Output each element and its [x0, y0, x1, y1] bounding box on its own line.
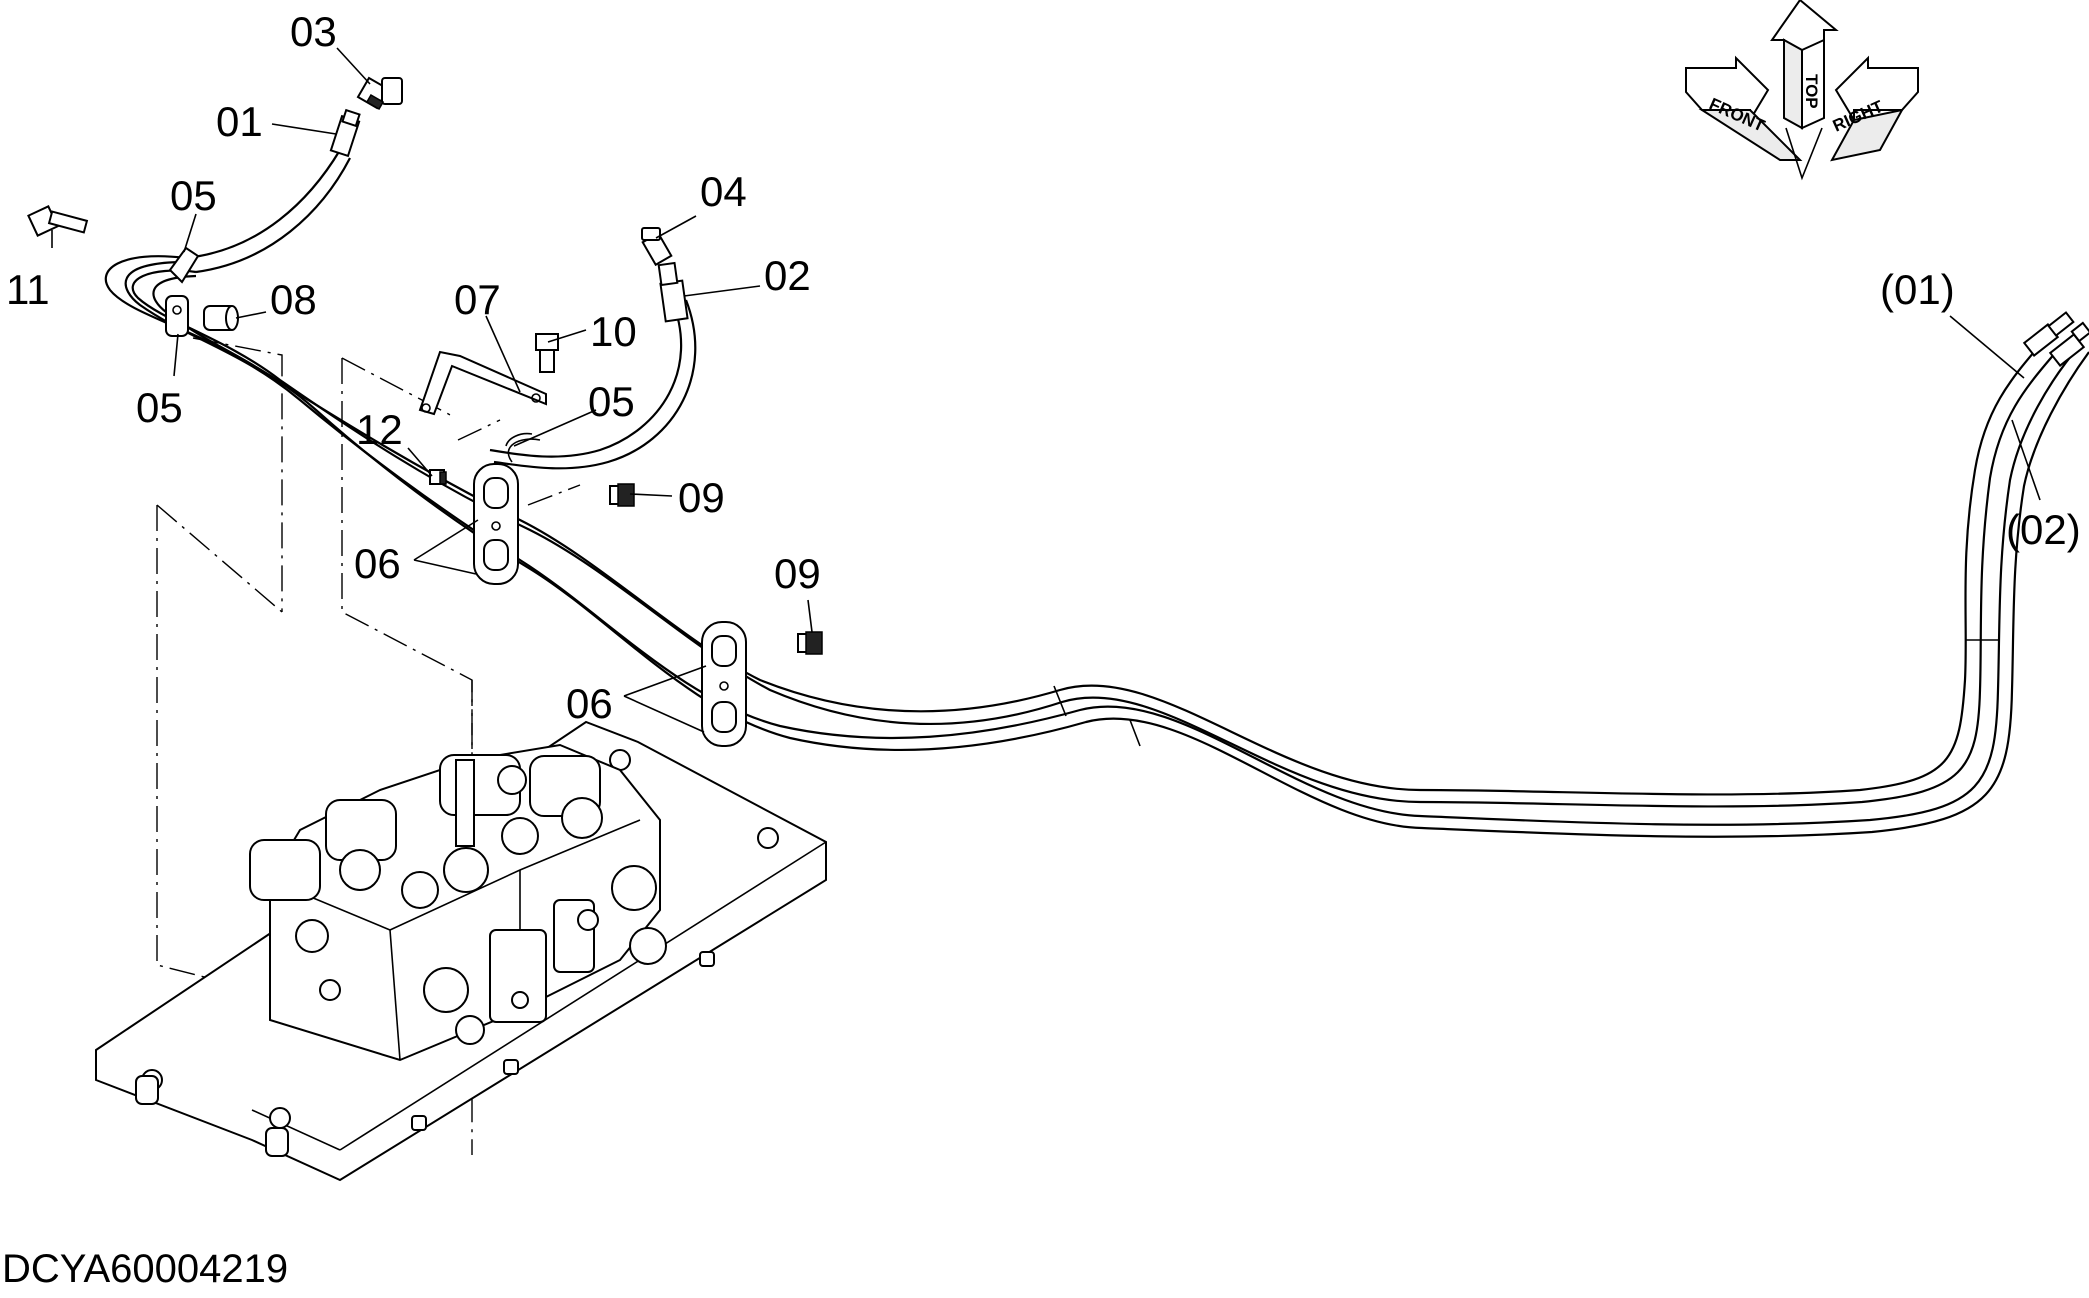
hose-end-fittings-right: [2022, 311, 2089, 367]
callout-04: 04: [700, 168, 747, 215]
orientation-top-label: TOP: [1802, 74, 1821, 109]
main-hose-bundle: [104, 255, 2089, 838]
elbow-fitting-03: [356, 76, 403, 110]
callout-05-left: 05: [136, 384, 183, 431]
nut-12: [429, 469, 447, 485]
bracket-07: [418, 350, 547, 416]
callout-08: 08: [270, 276, 317, 323]
callout-06-lower: 06: [566, 680, 613, 727]
callout-06-upper: 06: [354, 540, 401, 587]
orientation-top-arrow: TOP: [1770, 0, 1839, 130]
callout-07: 07: [454, 276, 501, 323]
document-id: DCYA60004219: [2, 1247, 288, 1291]
control-valve-block: [249, 743, 667, 1062]
bolt-09-upper: [609, 483, 635, 507]
clamp-05-center: [505, 432, 541, 463]
leader-lines: [51, 47, 2041, 733]
callout-05-center: 05: [588, 378, 635, 425]
callout-09-lower: 09: [774, 550, 821, 597]
callouts: 03 01 05 11 08 05 07 10 05 12 09 06 09 0…: [6, 8, 2081, 727]
bolt-09-lower: [797, 631, 823, 655]
elbow-fitting-04: [641, 227, 673, 267]
callout-05-top: 05: [170, 172, 217, 219]
callout-11: 11: [6, 266, 50, 313]
callout-01: 01: [216, 98, 263, 145]
hose-01-upper: [185, 108, 361, 274]
callout-10: 10: [590, 308, 637, 355]
orientation-indicator: TOP FRONT RIGHT: [1685, 0, 1919, 181]
clamp-06-lower: [701, 621, 747, 747]
bolt-10: [535, 333, 559, 373]
spacer-08: [203, 305, 239, 331]
orientation-front-arrow: FRONT: [1685, 55, 1803, 161]
bolt-11: [27, 205, 89, 237]
clamp-06-upper: [473, 463, 519, 585]
callout-01-reference: (01): [1880, 266, 1955, 313]
callout-09-upper: 09: [678, 474, 725, 521]
hose-end-fitting-02: [659, 279, 689, 323]
callout-02-reference: (02): [2006, 506, 2081, 553]
callout-12: 12: [356, 406, 403, 453]
hose-02: [489, 261, 697, 470]
orientation-right-arrow: RIGHT: [1830, 55, 1919, 162]
callout-03: 03: [290, 8, 337, 55]
callout-02: 02: [764, 252, 811, 299]
clamp-05-left: [165, 246, 200, 337]
